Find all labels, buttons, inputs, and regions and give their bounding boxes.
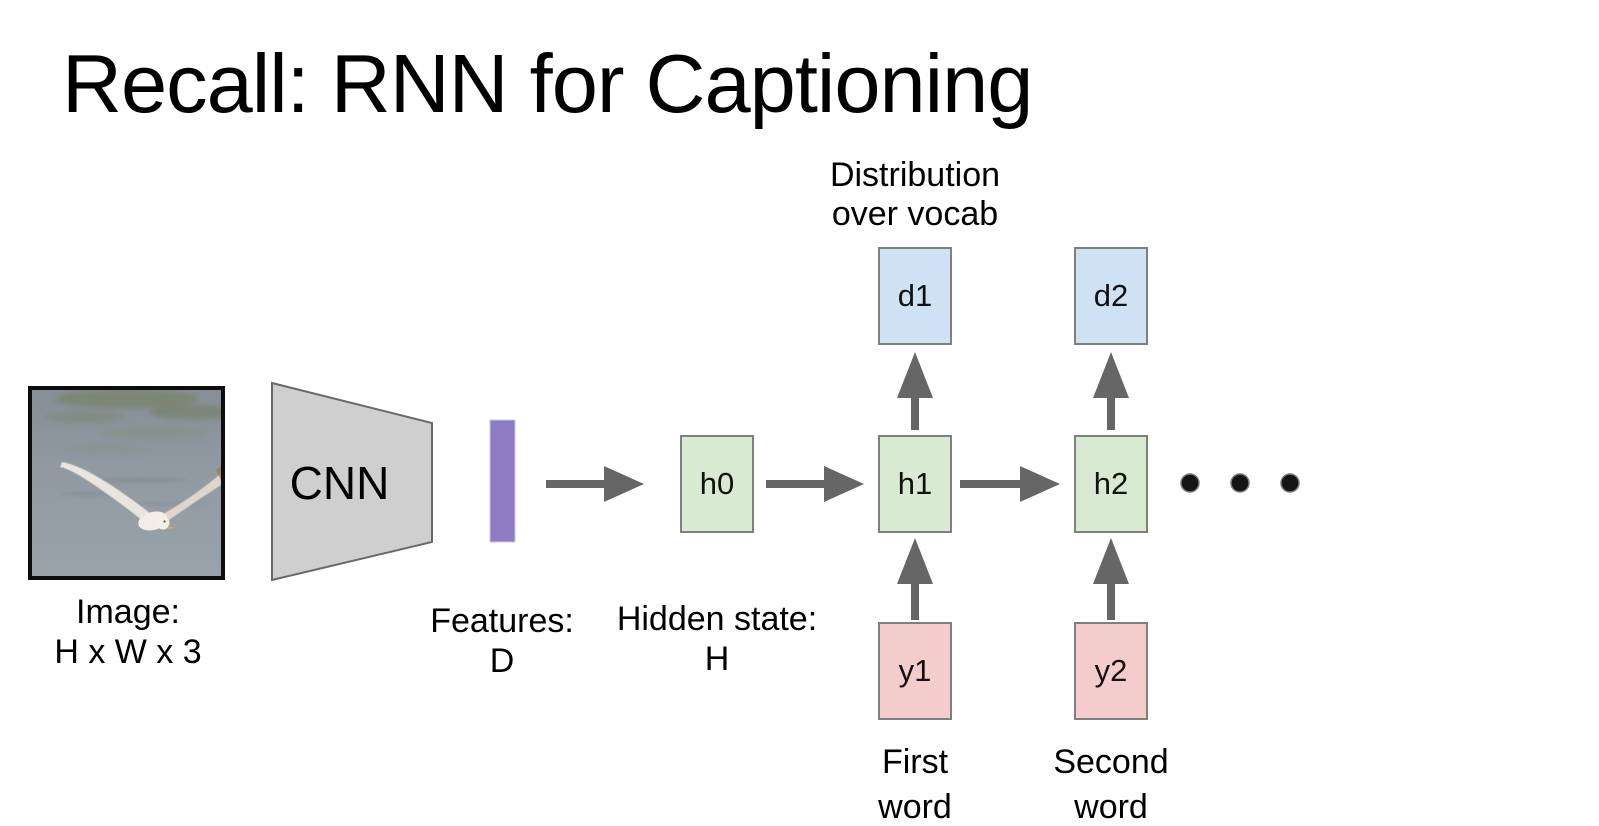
distribution-caption-line2: over vocab — [831, 195, 999, 233]
seagull-icon — [59, 461, 221, 531]
input-image — [28, 386, 225, 580]
node-h0: h0 — [680, 435, 754, 533]
node-y1: y1 — [878, 622, 952, 720]
second-word-caption: Second word — [1036, 740, 1186, 826]
arrow-h1-to-h2 — [960, 466, 1060, 502]
first-word-line2: word — [878, 788, 952, 826]
cnn-label: CNN — [289, 457, 390, 509]
node-h2-label: h2 — [1093, 466, 1129, 501]
arrow-y1-to-h1 — [897, 538, 933, 620]
hidden-state-caption-line1: Hidden state: — [616, 600, 818, 638]
first-word-caption: First word — [840, 740, 990, 826]
seagull-photo-icon — [32, 390, 221, 576]
node-h2: h2 — [1074, 435, 1148, 533]
features-caption: Features: D — [392, 601, 612, 681]
hidden-state-caption: Hidden state: H — [577, 599, 857, 679]
node-y2-label: y2 — [1094, 653, 1128, 688]
image-caption: Image: H x W x 3 — [3, 592, 253, 672]
features-caption-line2: D — [489, 642, 515, 680]
slide-title: Recall: RNN for Captioning — [62, 37, 1033, 130]
second-word-line2: word — [1074, 788, 1148, 826]
image-caption-line2: H x W x 3 — [54, 633, 202, 671]
reflection-patches — [44, 390, 221, 453]
arrow-h2-to-d2 — [1093, 352, 1129, 430]
hidden-state-caption-line2: H — [704, 640, 730, 678]
arrow-h0-to-h1 — [766, 466, 864, 502]
node-d1-label: d1 — [897, 278, 933, 313]
second-word-line1: Second — [1053, 743, 1169, 781]
node-y1-label: y1 — [898, 653, 932, 688]
distribution-caption: Distribution over vocab — [790, 156, 1040, 234]
feature-vector-bar — [489, 419, 516, 543]
node-d2-label: d2 — [1093, 278, 1129, 313]
arrow-h1-to-d1 — [897, 352, 933, 430]
node-h1: h1 — [878, 435, 952, 533]
arrow-y2-to-h2 — [1093, 538, 1129, 620]
node-h1-label: h1 — [897, 466, 933, 501]
node-d1: d1 — [878, 247, 952, 345]
node-y2: y2 — [1074, 622, 1148, 720]
node-d2: d2 — [1074, 247, 1148, 345]
arrow-features-to-h0 — [546, 466, 644, 502]
features-caption-line1: Features: — [430, 602, 574, 640]
node-h0-label: h0 — [699, 466, 735, 501]
cnn-trapezoid — [271, 381, 433, 582]
image-caption-line1: Image: — [76, 593, 180, 631]
ellipsis-dots-icon — [1180, 473, 1300, 493]
distribution-caption-line1: Distribution — [829, 156, 1001, 194]
first-word-line1: First — [881, 743, 949, 781]
